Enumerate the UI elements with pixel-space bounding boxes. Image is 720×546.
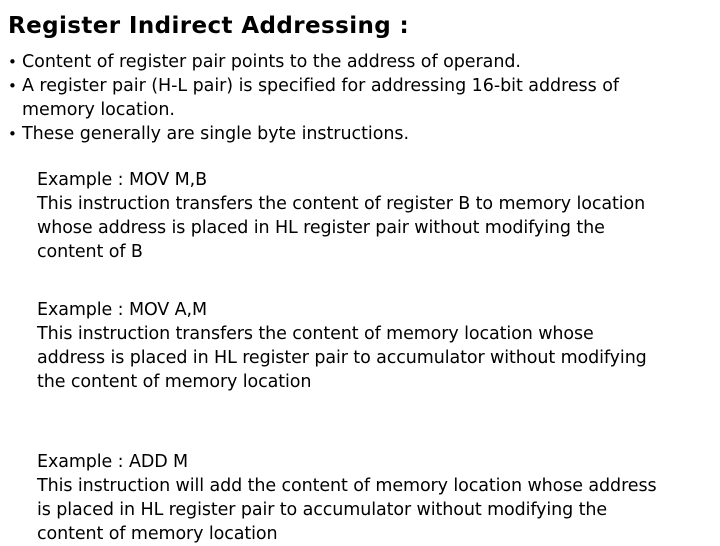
list-item-label: Content of register pair points to the a… bbox=[22, 52, 521, 72]
example-body-line: content of B bbox=[37, 242, 143, 262]
example-body-line: This instruction transfers the content o… bbox=[37, 194, 646, 214]
list-item-label: These generally are single byte instruct… bbox=[22, 124, 409, 144]
page-title: Register Indirect Addressing : bbox=[8, 13, 410, 39]
example-heading: Example : ADD M bbox=[37, 452, 189, 472]
list-item-continuation: memory location. bbox=[22, 100, 175, 120]
example-block: Example : MOV M,B This instruction trans… bbox=[37, 168, 717, 264]
example-heading: Example : MOV A,M bbox=[37, 300, 207, 320]
bullet-dot-icon: • bbox=[8, 77, 17, 95]
example-body-line: This instruction will add the content of… bbox=[37, 476, 657, 496]
example-body-line: is placed in HL register pair to accumul… bbox=[37, 500, 608, 520]
example-heading: Example : MOV M,B bbox=[37, 170, 208, 190]
example-block: Example : ADD M This instruction will ad… bbox=[37, 450, 717, 546]
bullet-list: • Content of register pair points to the… bbox=[8, 50, 708, 146]
example-section: Example : MOV M,B This instruction trans… bbox=[37, 168, 717, 546]
bullet-dot-icon: • bbox=[8, 53, 17, 71]
example-body-line: address is placed in HL register pair to… bbox=[37, 348, 647, 368]
bullet-dot-icon: • bbox=[8, 125, 17, 143]
list-item-label: A register pair (H-L pair) is specified … bbox=[22, 76, 619, 96]
list-item: • A register pair (H-L pair) is specifie… bbox=[8, 74, 708, 122]
list-item: • Content of register pair points to the… bbox=[8, 50, 708, 74]
example-body-line: whose address is placed in HL register p… bbox=[37, 218, 605, 238]
list-item: • These generally are single byte instru… bbox=[8, 122, 708, 146]
example-body-line: content of memory location bbox=[37, 524, 278, 544]
example-body-line: This instruction transfers the content o… bbox=[37, 324, 594, 344]
example-block: Example : MOV A,M This instruction trans… bbox=[37, 298, 717, 394]
example-body-line: the content of memory location bbox=[37, 372, 312, 392]
